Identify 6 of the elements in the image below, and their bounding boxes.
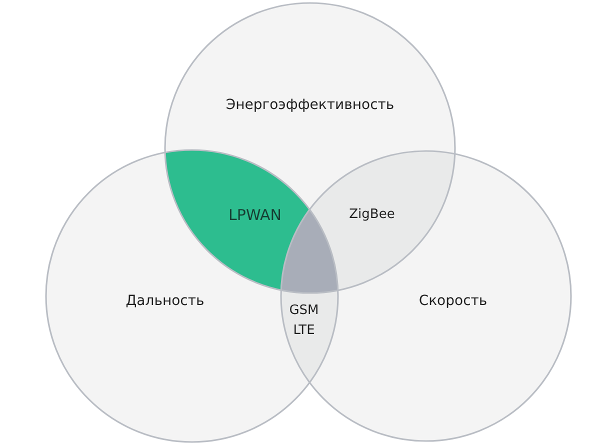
circle-label: Скорость	[418, 292, 488, 311]
region-label: ZigBee	[349, 206, 395, 224]
circle-label: Дальность	[126, 292, 204, 311]
region-label: GSM LTE	[288, 302, 320, 340]
circle-label: Энергоэффективность	[226, 96, 394, 115]
region-label: LPWAN	[228, 205, 282, 225]
